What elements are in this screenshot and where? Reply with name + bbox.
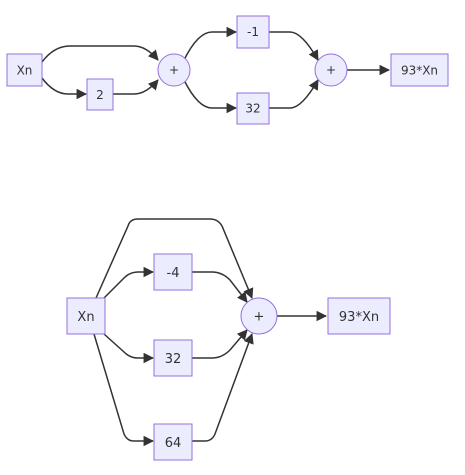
edge-d1-sum1-to-bottom [183, 79, 238, 114]
node-d1-sum2[interactable]: + [314, 53, 348, 87]
edge-d1-const-to-sum1 [113, 79, 159, 95]
diagram-2: Xn -4 32 64 + 93*Xn [66, 218, 391, 461]
node-d1-const[interactable]: 2 [86, 78, 114, 111]
edge-d2-xn-to-c1 [103, 266, 155, 299]
node-d2-c2[interactable]: 32 [153, 339, 193, 377]
edge-d1-xn-to-const [41, 77, 88, 100]
node-d2-output[interactable]: 93*Xn [327, 297, 391, 335]
node-d2-input-label: Xn [77, 310, 94, 325]
node-d1-sum1-label: + [169, 63, 179, 77]
edge-d2-c1-to-sum [192, 271, 248, 303]
node-d2-c1[interactable]: -4 [153, 253, 193, 291]
edge-d1-xn-to-sum1 [41, 45, 159, 63]
node-d2-output-label: 93*Xn [339, 310, 379, 325]
node-d1-top[interactable]: -1 [236, 15, 270, 49]
node-d2-c3-label: 64 [165, 436, 182, 451]
node-d1-output-label: 93*Xn [401, 64, 438, 78]
node-d1-output[interactable]: 93*Xn [390, 53, 449, 87]
node-d1-sum2-label: + [326, 63, 336, 77]
node-d1-const-label: 2 [96, 88, 104, 102]
edge-d1-sum1-to-top [183, 26, 238, 61]
edge-d1-top-to-sum2 [269, 31, 319, 61]
node-d2-c3[interactable]: 64 [153, 423, 193, 461]
edge-d2-xn-to-c3 [93, 333, 155, 447]
diagram-1: Xn 2 + -1 32 + 93*Xn [6, 15, 449, 125]
node-d2-sum-label: + [254, 310, 265, 325]
edge-d2-xn-to-sum-top [95, 218, 254, 299]
edge-d1-bottom-to-sum2 [269, 79, 319, 109]
node-d1-sum1[interactable]: + [157, 53, 191, 87]
node-d1-bottom-label: 32 [245, 102, 260, 116]
node-d2-input[interactable]: Xn [66, 297, 106, 335]
node-d2-c1-label: -4 [167, 266, 180, 281]
node-d1-top-label: -1 [247, 25, 259, 39]
edge-d2-xn-to-c2 [103, 333, 155, 364]
node-d1-bottom[interactable]: 32 [236, 92, 270, 125]
edge-d2-c3-to-sum [192, 333, 254, 442]
node-d2-c2-label: 32 [165, 352, 182, 367]
node-d1-input[interactable]: Xn [6, 53, 43, 87]
node-d1-input-label: Xn [17, 64, 33, 78]
edge-d2-c2-to-sum [192, 329, 248, 359]
node-d2-sum[interactable]: + [240, 297, 278, 335]
